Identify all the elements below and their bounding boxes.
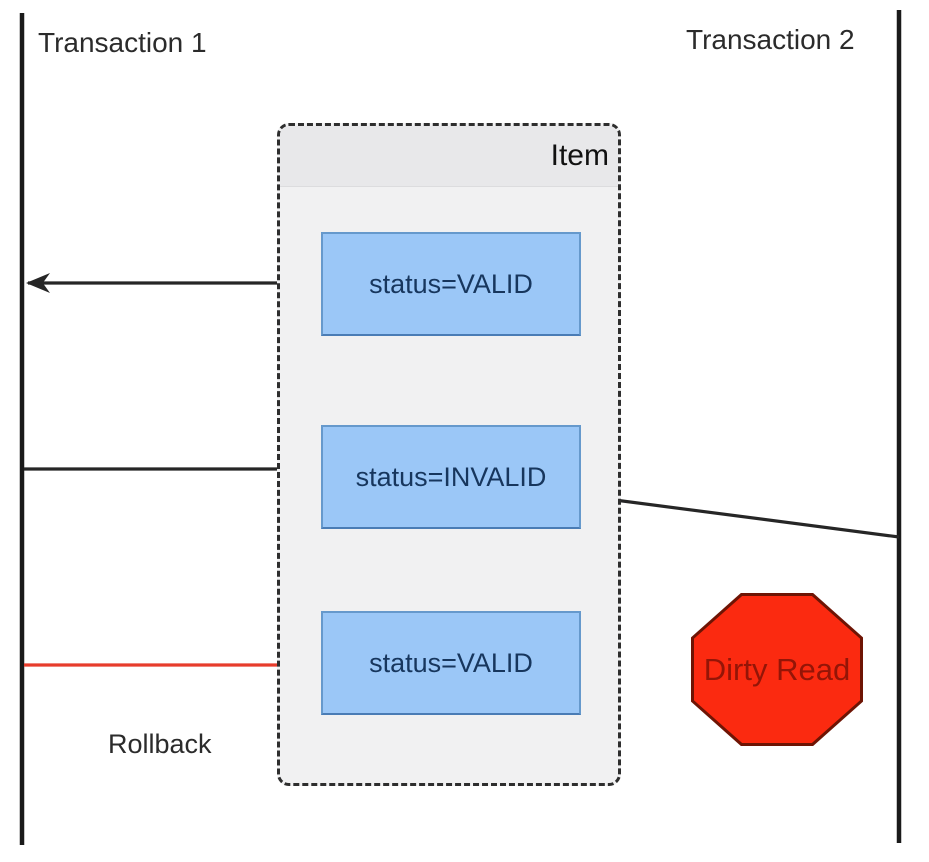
rollback-label: Rollback (108, 729, 212, 759)
item-container-title: Item (280, 126, 618, 187)
item-state-valid-1: status=VALID (321, 232, 581, 336)
item-state-invalid: status=INVALID (321, 425, 581, 529)
item-state-valid-2: status=VALID (321, 611, 581, 715)
dirty-read-label: Dirty Read (703, 651, 851, 687)
dirty-read-stop-sign: Dirty Read (691, 593, 863, 746)
transaction-1-label: Transaction 1 (38, 27, 207, 58)
item-container: Item status=VALID status=INVALID status=… (277, 123, 621, 786)
arrow-t2-reads-invalid (582, 488, 900, 539)
transaction-2-label: Transaction 2 (686, 24, 855, 55)
dirty-read-stop-sign-fill: Dirty Read (694, 596, 860, 743)
